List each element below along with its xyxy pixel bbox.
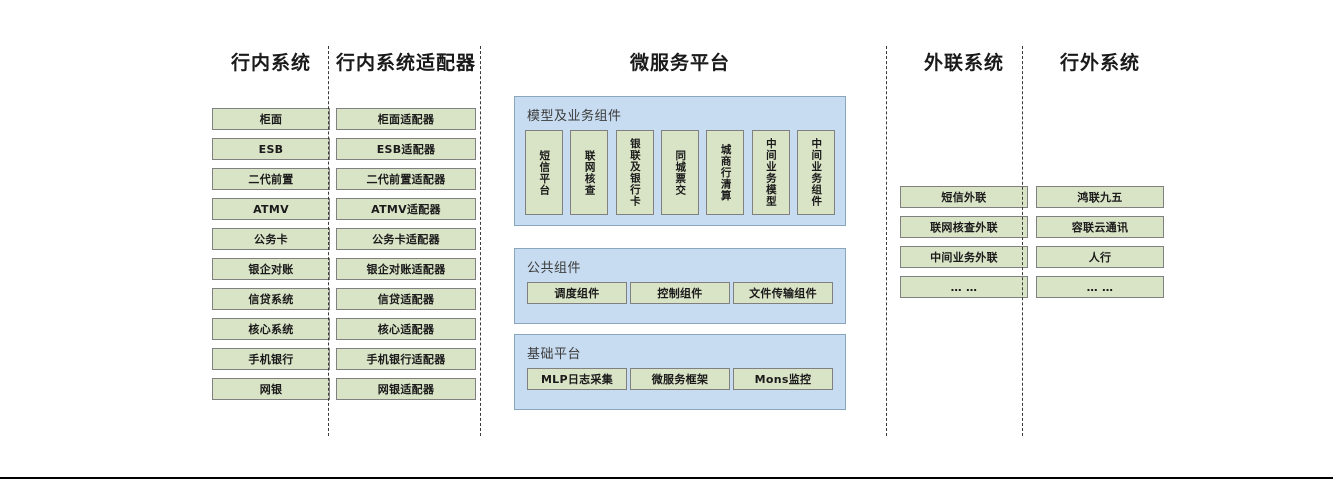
microservice-platform: 微服务平台 模型及业务组件 短信平台联网核查银联及银行卡同城票交城商行清算中间业… xyxy=(489,0,871,440)
divider-1 xyxy=(328,46,329,436)
node-internal-adapters-7[interactable]: 核心适配器 xyxy=(336,318,476,340)
node-internal-systems-4[interactable]: 公务卡 xyxy=(212,228,330,250)
node-internal-adapters-4[interactable]: 公务卡适配器 xyxy=(336,228,476,250)
node-internal-systems-6[interactable]: 信贷系统 xyxy=(212,288,330,310)
node-internal-systems-2[interactable]: 二代前置 xyxy=(212,168,330,190)
column-title-outside-bank-systems: 行外系统 xyxy=(1059,52,1140,74)
column-outside-bank-systems: 行外系统 鸿联九五容联云通讯人行 … … xyxy=(1036,0,1164,440)
divider-4 xyxy=(1022,46,1023,436)
node-internal-adapters-1[interactable]: ESB适配器 xyxy=(336,138,476,160)
node-outside-bank-systems-0[interactable]: 鸿联九五 xyxy=(1036,186,1164,208)
node-external-link-systems-2[interactable]: 中间业务外联 xyxy=(900,246,1028,268)
node-common-components-2[interactable]: 文件传输组件 xyxy=(733,282,833,304)
column-items-external-link-systems: 短信外联联网核查外联中间业务外联 … … xyxy=(900,186,1028,306)
node-internal-adapters-3[interactable]: ATMV适配器 xyxy=(336,198,476,220)
node-model-business-components-1[interactable]: 联网核查 xyxy=(570,130,609,215)
node-outside-bank-systems-2[interactable]: 人行 xyxy=(1036,246,1164,268)
column-title-internal-adapters: 行内系统适配器 xyxy=(336,52,477,74)
node-internal-adapters-9[interactable]: 网银适配器 xyxy=(336,378,476,400)
node-model-business-components-5[interactable]: 中间业务模型 xyxy=(751,130,790,215)
node-common-components-0[interactable]: 调度组件 xyxy=(527,282,627,304)
node-base-platform-1[interactable]: 微服务框架 xyxy=(630,368,730,390)
column-items-internal-systems: 柜面 ESB 二代前置 ATMV 公务卡银企对账信贷系统核心系统手机银行网银 xyxy=(212,108,330,408)
node-internal-adapters-8[interactable]: 手机银行适配器 xyxy=(336,348,476,370)
node-model-business-components-6[interactable]: 中间业务组件 xyxy=(796,130,835,215)
node-internal-systems-9[interactable]: 网银 xyxy=(212,378,330,400)
panel-items-model-business-components: 短信平台联网核查银联及银行卡同城票交城商行清算中间业务模型中间业务组件 xyxy=(525,130,835,215)
panel-items-common-components: 调度组件控制组件文件传输组件 xyxy=(527,282,833,304)
node-internal-systems-1[interactable]: ESB xyxy=(212,138,330,160)
node-internal-systems-0[interactable]: 柜面 xyxy=(212,108,330,130)
column-external-link-systems: 外联系统 短信外联联网核查外联中间业务外联 … … xyxy=(900,0,1028,440)
panel-title-model-business-components: 模型及业务组件 xyxy=(527,109,622,124)
column-internal-adapters: 行内系统适配器 柜面适配器 ESB适配器二代前置适配器 ATMV适配器公务卡适配器银… xyxy=(336,0,476,440)
node-base-platform-2[interactable]: Mons监控 xyxy=(733,368,833,390)
column-items-internal-adapters: 柜面适配器 ESB适配器二代前置适配器 ATMV适配器公务卡适配器银企对账适配器信贷… xyxy=(336,108,476,408)
node-external-link-systems-3[interactable]: … … xyxy=(900,276,1028,298)
node-internal-systems-3[interactable]: ATMV xyxy=(212,198,330,220)
node-internal-adapters-0[interactable]: 柜面适配器 xyxy=(336,108,476,130)
node-external-link-systems-1[interactable]: 联网核查外联 xyxy=(900,216,1028,238)
column-items-outside-bank-systems: 鸿联九五容联云通讯人行 … … xyxy=(1036,186,1164,306)
column-title-internal-systems: 行内系统 xyxy=(230,52,311,74)
panel-common-components: 公共组件 调度组件控制组件文件传输组件 xyxy=(514,248,846,324)
node-base-platform-0[interactable]: MLP日志采集 xyxy=(527,368,627,390)
node-outside-bank-systems-1[interactable]: 容联云通讯 xyxy=(1036,216,1164,238)
panel-title-base-platform: 基础平台 xyxy=(527,347,582,362)
node-internal-adapters-2[interactable]: 二代前置适配器 xyxy=(336,168,476,190)
node-model-business-components-3[interactable]: 同城票交 xyxy=(660,130,699,215)
node-internal-adapters-5[interactable]: 银企对账适配器 xyxy=(336,258,476,280)
microservice-platform-title: 微服务平台 xyxy=(629,52,730,74)
bottom-rule xyxy=(0,477,1333,479)
node-model-business-components-0[interactable]: 短信平台 xyxy=(525,130,563,215)
node-model-business-components-2[interactable]: 银联及银行卡 xyxy=(615,130,654,215)
divider-3 xyxy=(886,46,887,436)
node-internal-systems-8[interactable]: 手机银行 xyxy=(212,348,330,370)
node-common-components-1[interactable]: 控制组件 xyxy=(630,282,730,304)
node-model-business-components-4[interactable]: 城商行清算 xyxy=(706,130,745,215)
column-title-external-link-systems: 外联系统 xyxy=(923,52,1004,74)
divider-2 xyxy=(480,46,481,436)
column-internal-systems: 行内系统 柜面 ESB 二代前置 ATMV 公务卡银企对账信贷系统核心系统手机银行网银 xyxy=(212,0,330,440)
node-internal-systems-7[interactable]: 核心系统 xyxy=(212,318,330,340)
node-outside-bank-systems-3[interactable]: … … xyxy=(1036,276,1164,298)
node-internal-adapters-6[interactable]: 信贷适配器 xyxy=(336,288,476,310)
node-external-link-systems-0[interactable]: 短信外联 xyxy=(900,186,1028,208)
panel-title-common-components: 公共组件 xyxy=(527,261,582,276)
node-internal-systems-5[interactable]: 银企对账 xyxy=(212,258,330,280)
panel-model-business-components: 模型及业务组件 短信平台联网核查银联及银行卡同城票交城商行清算中间业务模型中间业… xyxy=(514,96,846,226)
